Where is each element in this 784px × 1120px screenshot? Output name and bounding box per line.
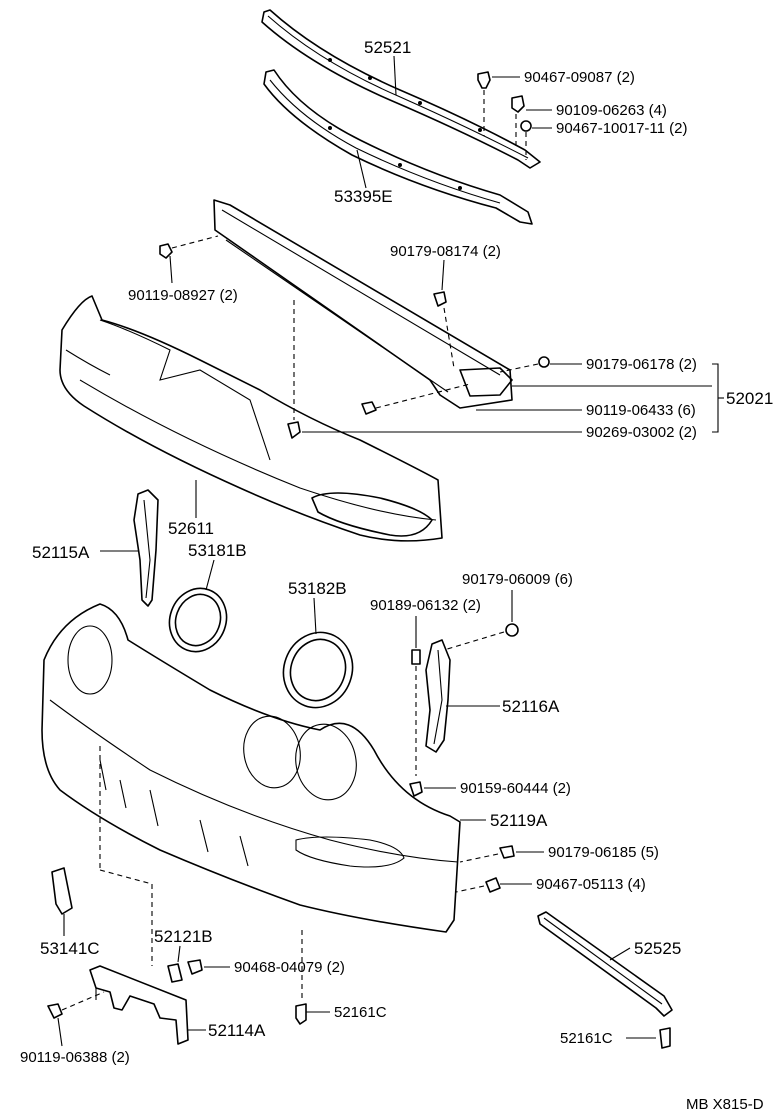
label-52119A: 52119A — [490, 811, 548, 830]
label-52114A: 52114A — [208, 1021, 266, 1040]
fastener-90179-06009 — [443, 590, 519, 651]
part-53141C — [51, 867, 73, 936]
label-53395E: 53395E — [334, 187, 393, 206]
label-52021: 52021 — [726, 389, 773, 408]
footer-code: MB X815-D — [686, 1096, 764, 1113]
fastener-90189-06132 — [411, 616, 421, 776]
fastener-90119-06433 — [361, 383, 582, 415]
label-90179-06009: 90179-06009 (6) — [462, 571, 573, 588]
label-52525: 52525 — [634, 939, 681, 958]
fastener-90109-06263 — [511, 95, 552, 150]
label-53181B: 53181B — [188, 541, 247, 560]
bumper-cover-52119A — [41, 603, 486, 966]
label-52115A: 52115A — [32, 543, 90, 562]
absorber-body — [59, 295, 443, 542]
label-90179-06185: 90179-06185 (5) — [548, 844, 659, 861]
label-90189-06132: 90189-06132 (2) — [370, 597, 481, 614]
label-90179-06178: 90179-06178 (2) — [586, 356, 697, 373]
ring-53182B — [282, 597, 354, 709]
ring-53181B — [168, 559, 228, 653]
absorber-52611 — [213, 199, 513, 409]
label-90119-06433: 90119-06433 (6) — [586, 402, 696, 419]
label-52611: 52611 — [168, 519, 214, 538]
label-52121B: 52121B — [154, 927, 213, 946]
bolt-90119-06388 — [47, 991, 105, 1047]
label-52161C-left: 52161C — [334, 1004, 387, 1021]
clip-90468-04079 — [187, 959, 230, 975]
plate-52114A — [89, 965, 206, 1045]
fastener-90179-06178 — [499, 356, 582, 373]
fastener-90269-03002 — [287, 300, 582, 439]
fastener-90159-60444 — [409, 781, 456, 797]
rail-52521 — [261, 9, 541, 169]
label-90159-60444: 90159-60444 (2) — [460, 780, 571, 797]
label-90119-06388: 90119-06388 (2) — [20, 1049, 130, 1066]
label-90269-03002: 90269-03002 (2) — [586, 424, 697, 441]
bracket-52121B — [167, 945, 183, 983]
label-53141C: 53141C — [40, 939, 100, 958]
label-90468-04079: 90468-04079 (2) — [234, 959, 345, 976]
reinforcement-53395E — [263, 69, 533, 225]
bracket-52021 — [512, 363, 724, 433]
fastener-90467-10017 — [520, 120, 552, 160]
label-52116A: 52116A — [502, 697, 560, 716]
fastener-90467-09087 — [477, 71, 520, 136]
label-90179-08174: 90179-08174 (2) — [390, 243, 501, 260]
fastener-90179-08174 — [433, 259, 455, 369]
fastener-90119-08927 — [159, 235, 219, 284]
label-52161C-right: 52161C — [560, 1030, 613, 1047]
clip-52161C-right — [626, 1027, 671, 1049]
label-90109-06263: 90109-06263 (4) — [556, 102, 667, 119]
clip-52161C-left — [295, 930, 330, 1025]
label-52521: 52521 — [364, 38, 411, 57]
label-53182B: 53182B — [288, 579, 347, 598]
bracket-52116A — [425, 639, 500, 753]
bracket-52115A — [100, 489, 159, 607]
bar-52525 — [537, 911, 673, 1017]
fastener-90179-06185 — [459, 845, 544, 863]
label-90467-05113: 90467-05113 (4) — [536, 876, 646, 893]
label-90119-08927: 90119-08927 (2) — [128, 287, 238, 304]
fastener-90467-05113 — [455, 877, 532, 893]
label-90467-10017-11: 90467-10017-11 (2) — [556, 120, 687, 137]
label-90467-09087: 90467-09087 (2) — [524, 69, 635, 86]
